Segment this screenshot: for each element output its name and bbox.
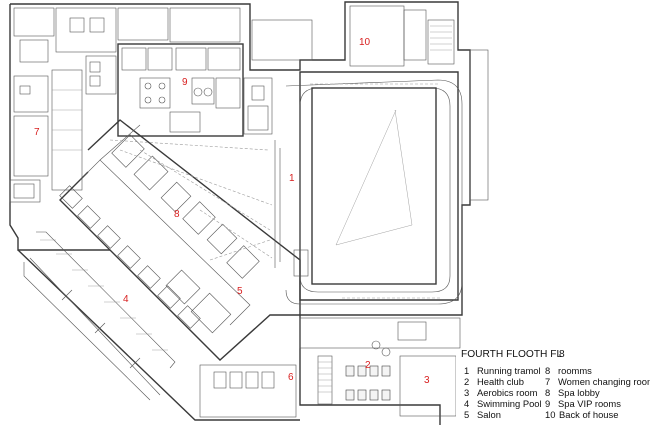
room-number-4: 4 [123,294,129,305]
room-number-8: 8 [174,209,180,220]
legend-item-7: 7 Women changing room [545,376,650,387]
legend-item-label: Back of house [559,409,619,420]
legend-item-3: 3 Aerobics room [464,387,537,398]
legend-item-number: 8 [545,387,551,398]
legend-item-number: 10 [545,409,556,420]
health-club [199,317,461,418]
legend-item-label: Swimming Pool [477,398,542,409]
legend-title: FOURTH FLOOTH FL [461,349,563,360]
legend-item-1: 1 Running tramol [464,365,541,376]
back-of-house [251,5,455,67]
legend-item-label: roomms [558,365,592,376]
room-number-6: 6 [288,372,294,383]
legend-item-label: Health club [477,376,524,387]
room-number-3: 3 [424,375,430,386]
legend-item-label: Running tramol [477,365,541,376]
room-number-9: 9 [182,77,188,88]
room-number-2: 2 [365,360,371,371]
legend-item-label: Women changing room [558,376,650,387]
room-number-10: 10 [359,37,371,48]
pool-area [36,231,176,369]
legend-item-label: Aerobics room [477,387,538,398]
legend: FOURTH FLOOTH FL 8 1 Running tramol 2 Heal… [456,349,650,425]
legend-item-number: 5 [464,409,470,420]
legend-item-number: 4 [464,398,470,409]
legend-item-4: 4 Swimming Pool [464,398,542,409]
legend-item-number: 3 [464,387,470,398]
legend-item-number: 9 [545,398,551,409]
legend-item-number: 7 [545,376,551,387]
upper-left-rooms [9,7,241,203]
legend-item-label: Spa VIP rooms [558,398,621,409]
legend-item-label: Spa lobby [558,387,600,398]
room-number-1: 1 [289,173,295,184]
room-number-7: 7 [34,127,40,138]
legend-item-9: 9 Spa VIP rooms [545,398,621,409]
legend-item-label: Salon [477,409,501,420]
legend-item-2: 2 Health club [464,376,524,387]
diagonal-wing [59,119,301,361]
room-number-5: 5 [237,286,243,297]
legend-item-5: 5 Salon [464,409,501,420]
legend-item-8: 8 Spa lobby [545,387,600,398]
spa-vip-block [117,43,273,137]
legend-item-8a: 8 roomms [545,365,592,376]
legend-item-number: 8 [545,365,551,376]
legend-item-number: 2 [464,376,470,387]
room-number-labels: 1 2 3 4 5 6 7 8 9 10 [34,37,430,386]
legend-item-number: 1 [464,365,470,376]
legend-title-overlap: 8 [559,349,565,360]
running-track [274,49,489,305]
